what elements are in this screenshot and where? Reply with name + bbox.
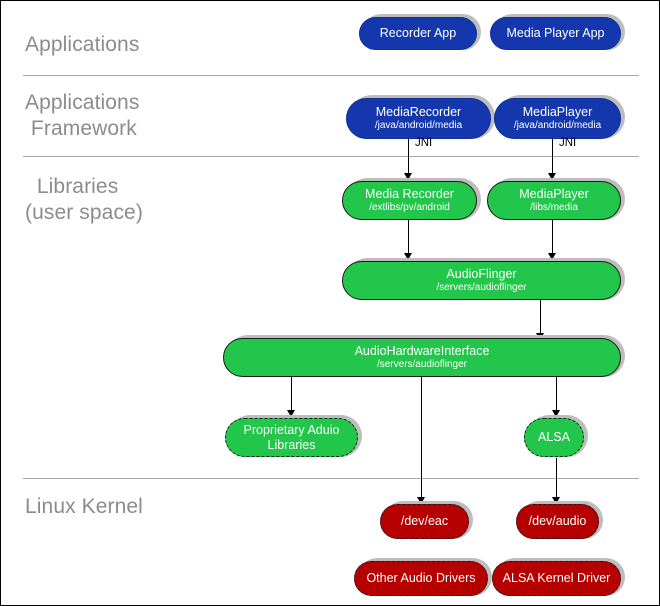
node-audioflinger[interactable]: AudioFlinger /servers/audioflinger: [342, 261, 621, 300]
node-dev-audio[interactable]: /dev/audio: [516, 504, 599, 539]
connector-alsa-to-dev-audio: [556, 458, 558, 503]
node-subtitle: /extlibs/pv/android: [369, 202, 450, 213]
node-audiohardwareinterface[interactable]: AudioHardwareInterface /servers/audiofli…: [223, 338, 621, 377]
node-other-audio-drivers[interactable]: Other Audio Drivers: [354, 561, 488, 596]
node-dev-eac[interactable]: /dev/eac: [380, 504, 469, 539]
node-title: Other Audio Drivers: [366, 571, 476, 585]
connector-media-recorder-to-audioflinger: [408, 219, 410, 259]
arrowhead-alsa-to-dev-audio: [552, 497, 560, 504]
node-title: MediaPlayer: [522, 105, 593, 119]
node-subtitle: Libraries: [267, 437, 316, 452]
node-title: Media Player App: [506, 26, 605, 40]
node-title: /dev/eac: [400, 514, 449, 528]
node-mediaplayer-framework[interactable]: MediaPlayer /java/android/media: [494, 98, 621, 139]
connector-ahi-to-dev-eac: [421, 376, 423, 503]
node-title: Recorder App: [379, 26, 457, 40]
layer-label-applications-framework: Applications Framework: [25, 91, 140, 140]
divider-libraries: [23, 478, 639, 479]
connector-mediaplayer-lib-to-audioflinger: [552, 219, 554, 259]
layer-label-applications: Applications: [25, 33, 140, 56]
connector-audioflinger-to-audiohardwareinterface: [540, 299, 542, 339]
node-media-recorder-lib[interactable]: Media Recorder /extlibs/pv/android: [342, 181, 477, 220]
arrowhead-media-recorder-to-audioflinger: [404, 253, 412, 260]
node-title: Proprietary Aduio: [243, 422, 340, 437]
node-alsa[interactable]: ALSA: [524, 418, 584, 457]
node-title: MediaRecorder: [375, 105, 462, 119]
arrowhead-ahi-to-proprietary-libs: [287, 410, 295, 417]
node-title: MediaPlayer: [519, 187, 589, 201]
arrowhead-mediaplayer-to-lib: [548, 173, 556, 180]
node-proprietary-audio-libs[interactable]: Proprietary Aduio Libraries: [225, 418, 358, 457]
node-subtitle: /java/android/media: [374, 120, 463, 131]
node-subtitle: /servers/audioflinger: [376, 359, 468, 370]
node-mediarecorder-framework[interactable]: MediaRecorder /java/android/media: [346, 98, 491, 139]
arrowhead-mediarecorder-to-lib: [404, 173, 412, 180]
connector-mediaplayer-to-lib: [552, 139, 554, 179]
node-subtitle: /libs/media: [530, 202, 578, 213]
node-subtitle: /java/android/media: [513, 120, 602, 131]
node-recorder-app[interactable]: Recorder App: [359, 17, 477, 50]
arrowhead-ahi-to-alsa: [552, 410, 560, 417]
divider-applications: [23, 75, 639, 76]
node-title: /dev/audio: [528, 514, 587, 528]
node-title: ALSA: [538, 430, 570, 444]
connector-mediarecorder-to-lib: [408, 139, 410, 179]
node-title: AudioFlinger: [446, 267, 517, 281]
node-title: Media Recorder: [365, 187, 454, 201]
edge-label-jni-recorder: JNI: [415, 137, 433, 149]
layer-label-linux-kernel: Linux Kernel: [25, 495, 143, 518]
node-mediaplayer-lib[interactable]: MediaPlayer /libs/media: [487, 181, 621, 220]
node-title: ALSA Kernel Driver: [502, 571, 611, 585]
divider-applications-framework: [23, 156, 639, 157]
connector-ahi-to-proprietary-libs: [291, 376, 293, 416]
node-media-player-app[interactable]: Media Player App: [490, 17, 621, 50]
arrowhead-ahi-to-dev-eac: [417, 497, 425, 504]
node-alsa-kernel-driver[interactable]: ALSA Kernel Driver: [492, 561, 621, 596]
node-title: AudioHardwareInterface: [354, 344, 490, 358]
arrowhead-mediaplayer-lib-to-audioflinger: [548, 253, 556, 260]
edge-label-jni-player: JNI: [559, 137, 577, 149]
node-subtitle: /servers/audioflinger: [436, 282, 527, 293]
layer-label-libraries: Libraries (user space): [25, 175, 143, 224]
connector-ahi-to-alsa: [556, 376, 558, 416]
